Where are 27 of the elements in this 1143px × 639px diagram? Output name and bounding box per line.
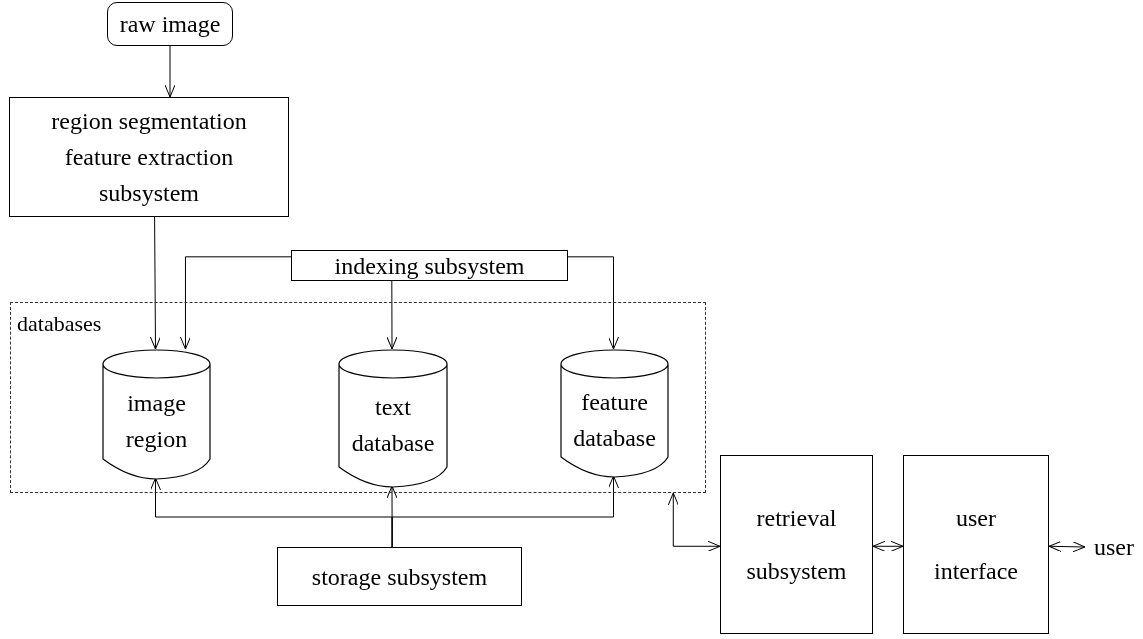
node-label: image region — [124, 388, 189, 454]
node-label: region segmentation feature extraction subsystem — [50, 107, 248, 208]
arrow — [1048, 541, 1086, 553]
process-box — [9, 97, 289, 217]
node-label: user interface — [933, 503, 1019, 586]
node-label: raw image — [119, 10, 221, 39]
node-label: feature database — [572, 387, 657, 453]
process-box — [277, 547, 522, 606]
arrow — [391, 475, 619, 548]
arrow — [179, 256, 292, 350]
arrow — [872, 540, 904, 552]
process-box — [720, 455, 873, 634]
input-box — [107, 2, 233, 46]
process-box — [291, 250, 568, 281]
node-label: indexing subsystem — [334, 251, 525, 281]
arrow — [386, 280, 398, 350]
process-box — [903, 455, 1049, 634]
arrow — [164, 45, 176, 98]
arrow — [667, 492, 721, 552]
group-title: databases — [17, 311, 102, 338]
node-label: storage subsystem — [311, 562, 488, 592]
group-frame — [10, 302, 706, 493]
node-label: text database — [350, 392, 436, 458]
user-label: user — [1094, 533, 1134, 562]
node-label: retrieval subsystem — [745, 503, 848, 586]
arrow — [149, 216, 161, 350]
arrow — [567, 256, 619, 350]
